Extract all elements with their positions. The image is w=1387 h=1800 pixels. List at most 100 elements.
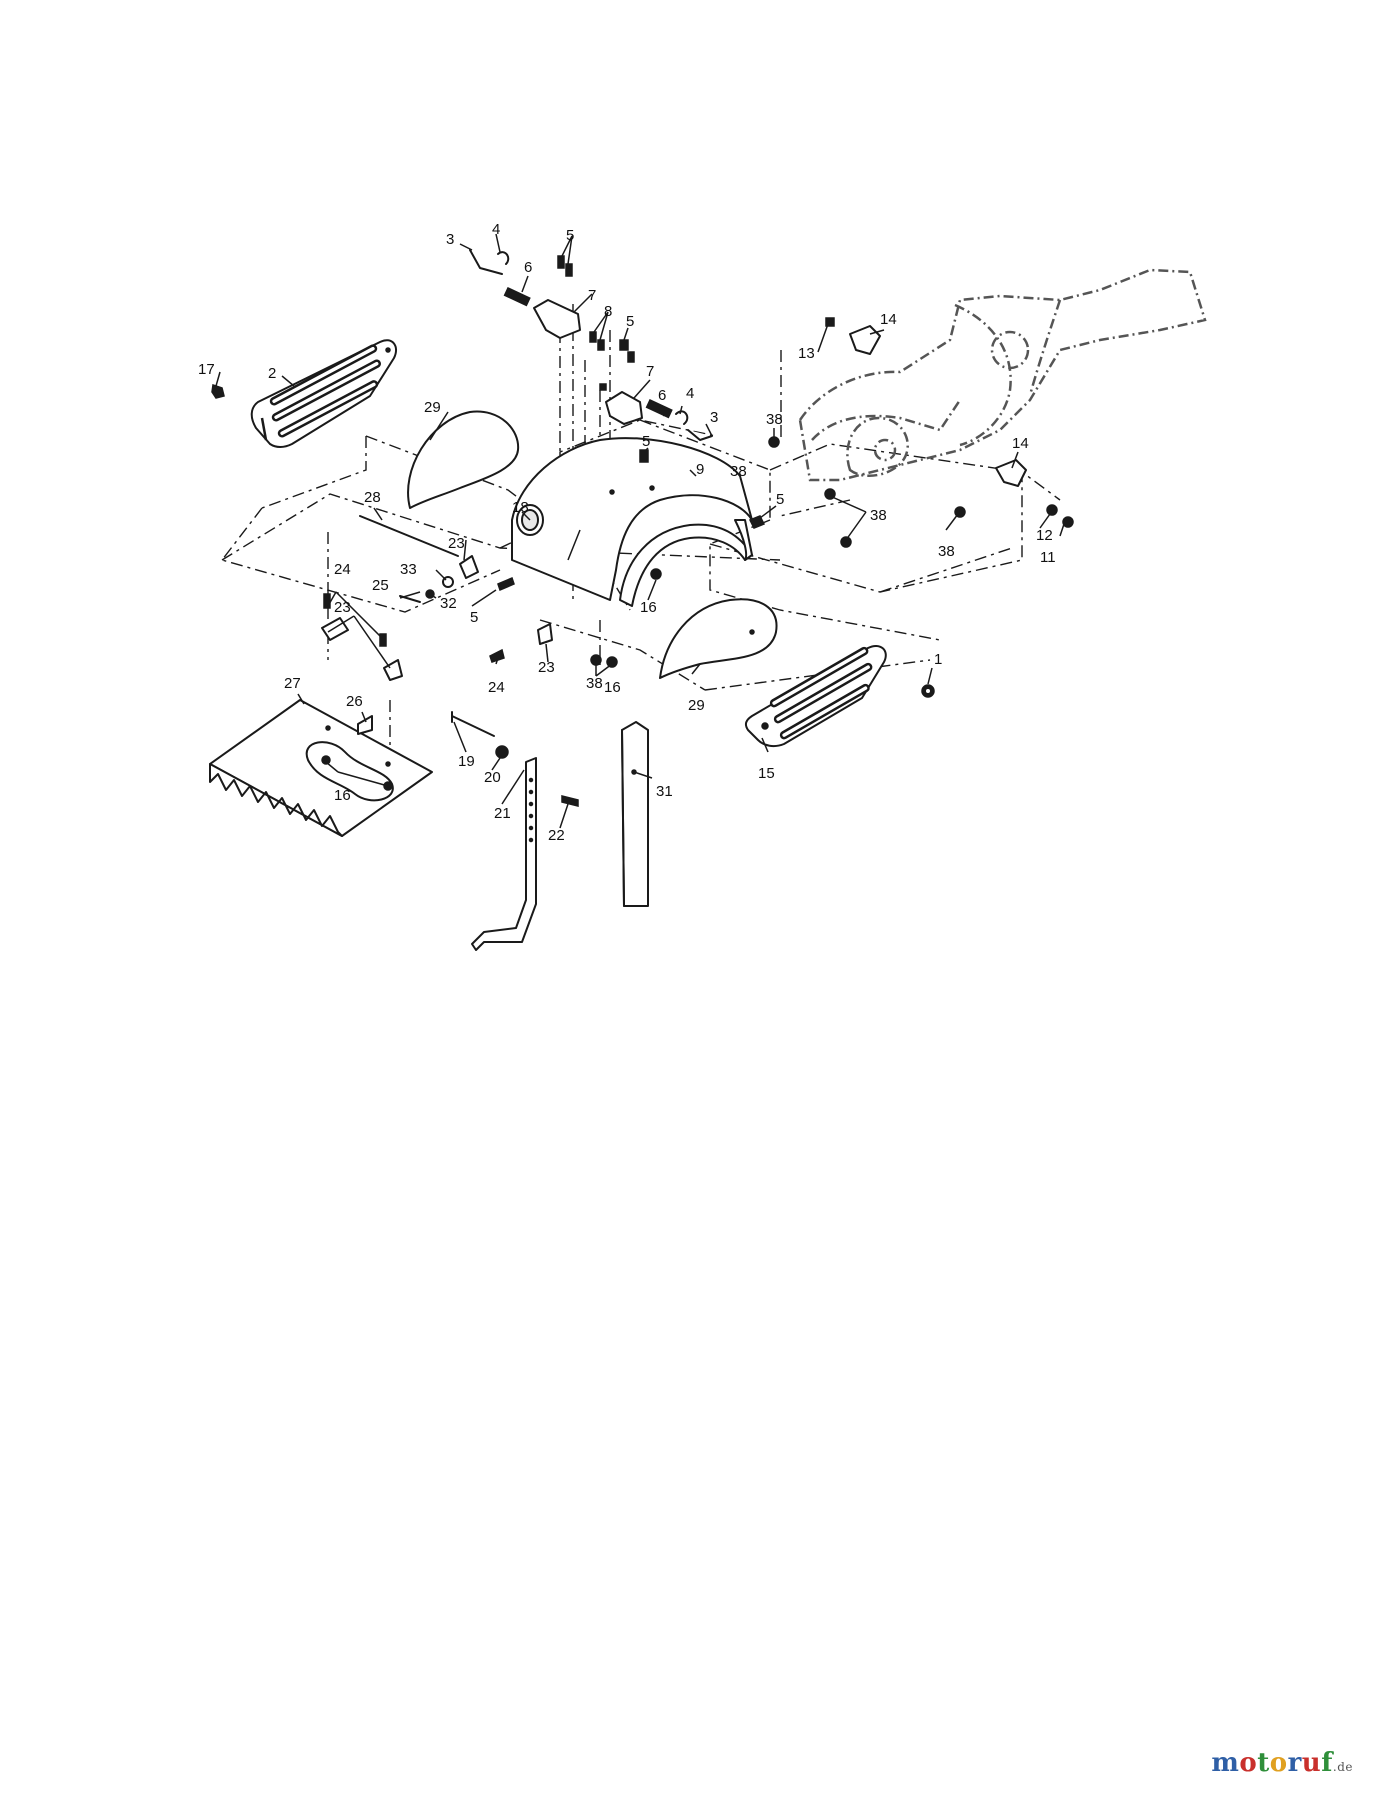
spring-part-6-right: [645, 399, 673, 419]
callout-label: 23: [334, 599, 351, 616]
nut-part-11: [1062, 516, 1074, 528]
left-side-shield-part-2: [250, 339, 398, 448]
depth-rod-part-3-right: [687, 429, 713, 441]
drag-plate-part-27: [209, 699, 433, 837]
bolt-part-22: [561, 795, 579, 807]
callout-label: 38: [586, 675, 603, 692]
callout-label: 8: [604, 303, 612, 320]
nut-part-20: [495, 745, 509, 759]
hairpin-part-4-right: [675, 410, 689, 425]
callout-label: 5: [626, 313, 634, 330]
leader-lines: [215, 233, 1065, 829]
depth-stake-part-21: [471, 757, 537, 951]
nuts-part-38-lower: [590, 654, 618, 668]
callout-label: 4: [686, 385, 694, 402]
callout-label: 38: [938, 543, 955, 560]
callout-label: 20: [484, 769, 501, 786]
bolts-part-5-middle: [619, 339, 635, 363]
right-side-shield-part-15: [744, 644, 887, 748]
callout-label: 27: [284, 675, 301, 692]
callout-label: 15: [758, 765, 775, 782]
bracket-part-14-lower: [995, 459, 1027, 487]
callout-label: 26: [346, 693, 363, 710]
spring-part-6-left: [503, 287, 531, 307]
callout-label: 16: [640, 599, 657, 616]
callout-label: 5: [776, 491, 784, 508]
watermark-letter: r: [1287, 1748, 1302, 1778]
callout-label: 3: [446, 231, 454, 248]
watermark-letter: f: [1321, 1748, 1333, 1778]
nut-part-16-hood: [650, 568, 662, 580]
callout-label: 31: [656, 783, 673, 800]
watermark-letter: o: [1269, 1748, 1288, 1778]
callout-label: 32: [440, 595, 457, 612]
callout-label: 38: [730, 463, 747, 480]
callout-label: 38: [870, 507, 887, 524]
tiller-transmission-ghost: [798, 268, 1207, 482]
callout-label: 3: [710, 409, 718, 426]
bolt-part-5-left: [497, 576, 515, 592]
callout-label: 28: [364, 489, 381, 506]
callout-labels: 1 2 3 3 4 4 5 5 5 5 5 6 6 7 7 8 9 11 12 …: [198, 221, 1056, 844]
callout-label: 38: [766, 411, 783, 428]
watermark-text: motoruf: [1211, 1748, 1333, 1778]
callout-label: 24: [334, 561, 351, 578]
watermark-letter: o: [1239, 1748, 1258, 1778]
bracket-part-7-lower: [605, 391, 643, 425]
callout-label: 2: [268, 365, 276, 382]
bolt-part-5-right: [748, 515, 766, 529]
callout-label: 22: [548, 827, 565, 844]
callout-label: 11: [1040, 549, 1056, 566]
callout-label: 23: [538, 659, 555, 676]
watermark-logo: motoruf.de: [1211, 1748, 1353, 1778]
callout-label: 7: [646, 363, 654, 380]
callout-label: 1: [934, 651, 942, 668]
hairpin-part-4-left: [497, 251, 510, 265]
depth-rod-part-3-left: [469, 249, 503, 275]
callout-label: 19: [458, 753, 475, 770]
callout-label: 24: [488, 679, 505, 696]
callout-label: 5: [642, 433, 650, 450]
callout-label: 7: [588, 287, 596, 304]
tine-hood-part-9: [511, 437, 753, 607]
callout-label: 16: [604, 679, 621, 696]
pins-part-8: [589, 331, 607, 391]
callout-label: 12: [1036, 527, 1053, 544]
bracket-part-14-upper: [849, 325, 881, 355]
handle-tube-part-31: [621, 721, 649, 907]
left-deflector-part-29: [407, 410, 520, 509]
callout-label: 21: [494, 805, 511, 822]
nuts-part-38-right: [768, 436, 966, 548]
drag-stake-rod-part-28: [359, 515, 459, 557]
callout-label: 29: [688, 697, 705, 714]
pin-part-26: [357, 715, 373, 735]
bracket-part-7-upper: [533, 299, 581, 339]
watermark-suffix: .de: [1332, 1760, 1353, 1774]
callout-label: 23: [448, 535, 465, 552]
bolts-part-5-upper: [557, 255, 573, 277]
callout-label: 18: [512, 499, 529, 516]
right-deflector-part-29: [659, 598, 778, 679]
watermark-letter: t: [1257, 1748, 1270, 1778]
nut-part-1: [921, 684, 935, 698]
callout-label: 5: [470, 609, 478, 626]
callout-label: 16: [334, 787, 351, 804]
nut-part-16-plate: [323, 757, 329, 763]
callout-label: 9: [696, 461, 704, 478]
callout-label: 4: [492, 221, 500, 238]
callout-label: 14: [880, 311, 897, 328]
callout-label: 6: [524, 259, 532, 276]
bracket-part-23-upper: [459, 555, 479, 579]
watermark-letter: m: [1211, 1748, 1240, 1778]
wing-nut-part-17: [211, 384, 225, 399]
callout-label: 25: [372, 577, 389, 594]
callout-label: 13: [798, 345, 815, 362]
bracket-part-23-lower: [537, 623, 553, 645]
bolt-part-13: [825, 317, 835, 327]
watermark-letter: u: [1301, 1748, 1322, 1778]
pin-part-19: [451, 711, 495, 737]
callout-label: 6: [658, 387, 666, 404]
bolt-part-24-lower: [489, 648, 505, 663]
callout-label: 33: [400, 561, 417, 578]
